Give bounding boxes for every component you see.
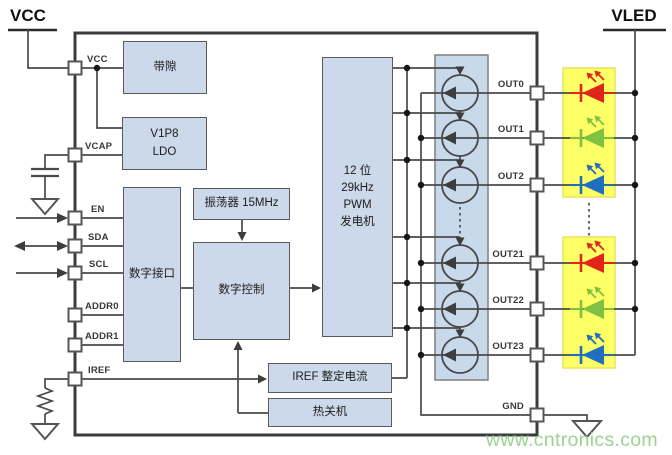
pin-label-addr0: ADDR0	[85, 301, 119, 312]
pin-scl	[67, 265, 83, 281]
arrowheads	[14, 66, 465, 384]
vcc-rail-label: VCC	[10, 6, 46, 25]
sda-in-arrow	[57, 241, 68, 251]
pin-label-out21: OUT21	[492, 249, 524, 260]
block-thermal-shutdown: 热关机	[268, 398, 392, 427]
pins	[67, 60, 545, 423]
thermal-to-control-arrow	[233, 341, 243, 350]
pin-label-en: EN	[91, 204, 105, 215]
pin-label-addr1: ADDR1	[85, 331, 119, 342]
pin-out2	[529, 177, 545, 193]
control-to-pwm-arrow	[312, 283, 321, 293]
pin-vcap	[67, 147, 83, 163]
pin-en	[67, 210, 83, 226]
osc-to-control-arrow	[237, 232, 247, 241]
current-sources	[421, 74, 530, 374]
capacitor-icon	[31, 167, 59, 178]
watermark: www.cntronics.com	[486, 429, 658, 451]
pin-out1	[529, 130, 545, 146]
block-digital-control: 数字控制	[193, 242, 290, 340]
chain-arrow	[455, 283, 465, 292]
block-iref-current: IREF 整定电流	[268, 363, 392, 393]
pin-label-vcc: VCC	[87, 54, 108, 65]
pin-label-out1: OUT1	[497, 124, 524, 135]
current-direction-arrows	[443, 86, 456, 362]
pin-sda	[67, 238, 83, 254]
chain-arrow	[455, 329, 465, 338]
ground-icon	[570, 420, 604, 439]
pin-label-out22: OUT22	[492, 295, 524, 306]
pin-label-out23: OUT23	[492, 341, 524, 352]
led-group-highlight-bottom	[562, 236, 616, 369]
pin-out21	[529, 255, 545, 271]
ground-icon	[29, 198, 61, 216]
pin-label-scl: SCL	[89, 259, 109, 270]
pin-addr1	[67, 337, 83, 353]
pin-label-gnd: GND	[502, 401, 524, 412]
pin-label-vcap: VCAP	[85, 141, 113, 152]
chain-arrow	[455, 159, 465, 168]
chain-arrow	[455, 237, 465, 246]
pin-out23	[529, 347, 545, 363]
block-bandgap: 带隙	[123, 41, 207, 94]
pin-iref	[67, 371, 83, 387]
pin-label-out0: OUT0	[497, 79, 524, 90]
block-ldo: V1P8 LDO	[122, 117, 207, 170]
block-pwm-generator: 12 位 29kHz PWM 发电机	[322, 57, 393, 337]
ground-icon	[29, 423, 61, 441]
block-oscillator: 振荡器 15MHz	[193, 188, 290, 220]
pin-addr0	[67, 307, 83, 323]
pin-out22	[529, 301, 545, 317]
pin-gnd	[529, 407, 545, 423]
pin-label-iref: IREF	[88, 365, 111, 376]
passives	[29, 167, 604, 441]
chain-arrow	[455, 112, 465, 121]
vled-rail-label: VLED	[611, 6, 657, 25]
pin-label-out2: OUT2	[497, 171, 524, 182]
iref-in-arrow	[258, 374, 267, 384]
scl-in-arrow	[57, 268, 68, 278]
sda-out-arrow	[14, 241, 25, 251]
pin-out0	[529, 85, 545, 101]
output-row-wires	[421, 92, 530, 356]
pin-vcc	[67, 60, 83, 76]
pin-label-sda: SDA	[88, 232, 109, 243]
chain-arrow	[455, 66, 465, 75]
junction-dots	[93, 64, 639, 359]
block-digital-interface: 数字接口	[123, 187, 181, 362]
led-group-highlight-top	[562, 67, 616, 198]
ic-outline	[73, 31, 539, 437]
resistor-icon	[35, 387, 55, 415]
en-in-arrow	[57, 213, 68, 223]
